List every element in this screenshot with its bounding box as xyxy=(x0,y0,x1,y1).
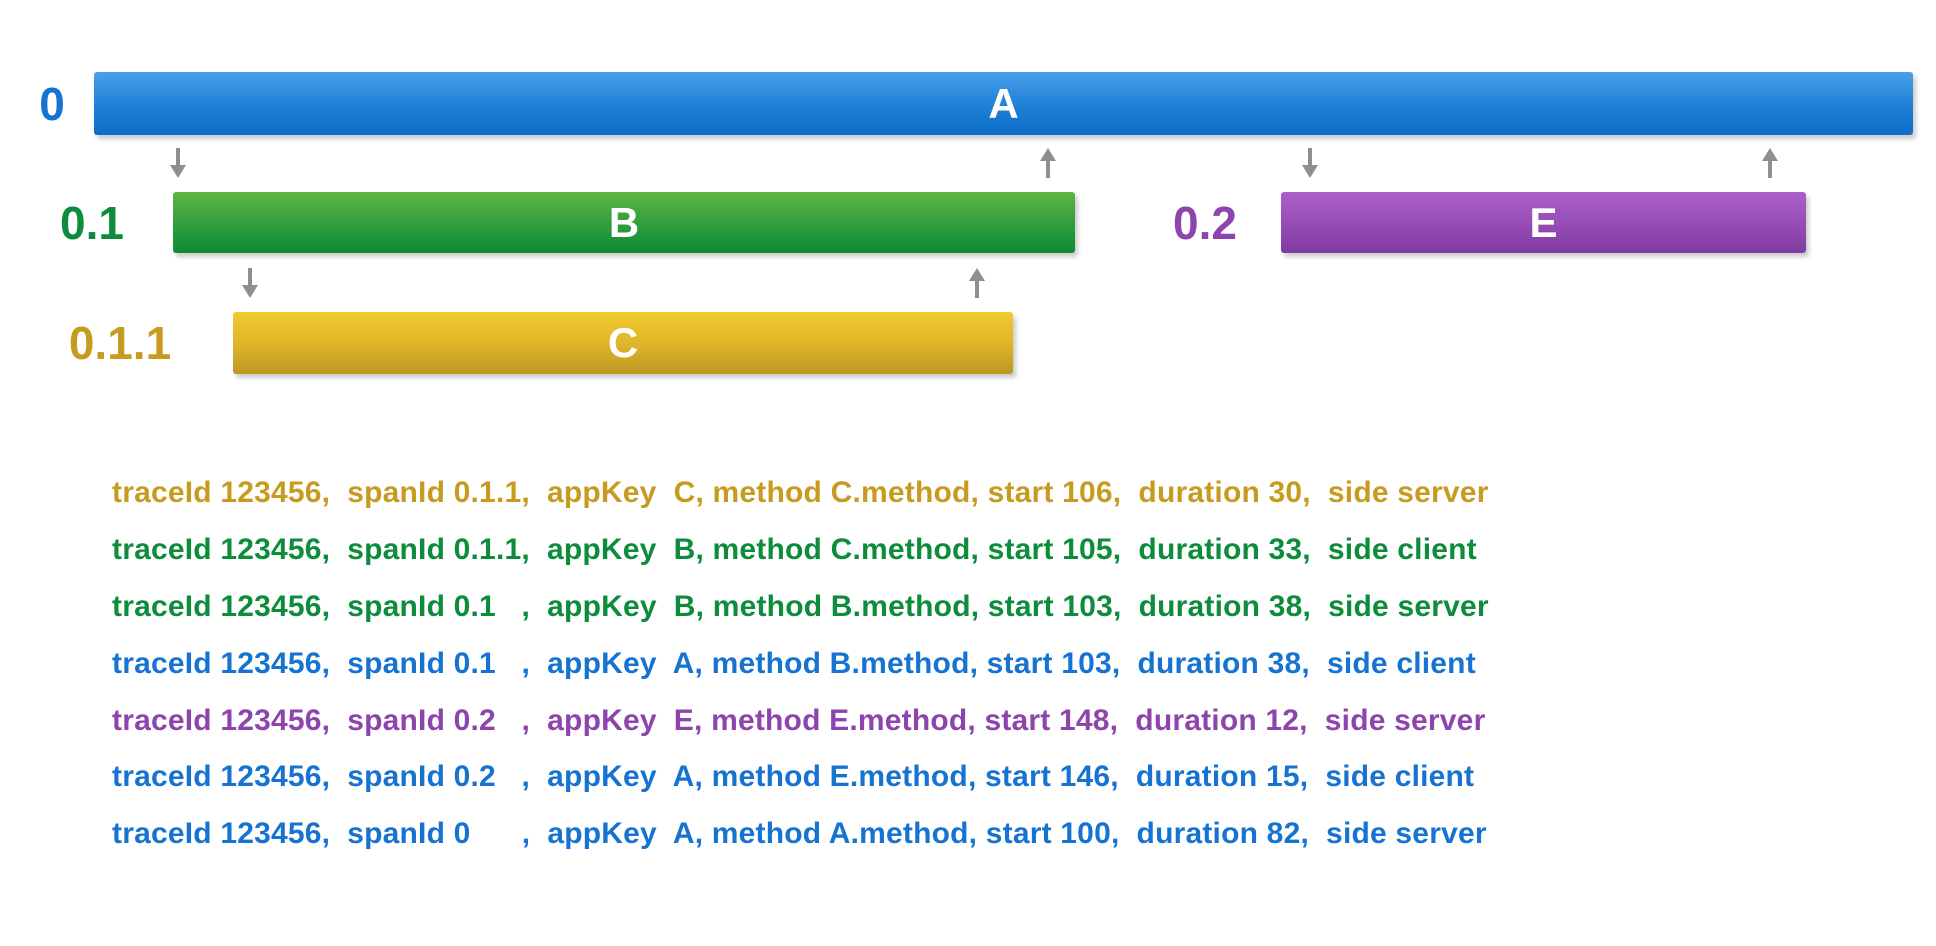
span-bar-b-label: B xyxy=(608,198,640,246)
arrow-up-icon xyxy=(1040,148,1056,178)
trace-log-line: traceId 123456, spanId 0.2 , appKey A, m… xyxy=(112,760,1475,794)
span-bar-c-label: C xyxy=(607,319,639,366)
trace-log-line: traceId 123456, spanId 0.1.1, appKey B, … xyxy=(112,533,1477,567)
arrow-up-icon xyxy=(969,268,985,298)
trace-log-line: traceId 123456, spanId 0 , appKey A, met… xyxy=(112,817,1487,851)
span-id-label-0-2: 0.2 xyxy=(1173,197,1237,249)
span-id-label-0: 0 xyxy=(39,78,65,130)
arrow-up-icon xyxy=(1762,148,1778,178)
arrow-down-icon xyxy=(242,268,258,298)
span-id-label-0-1: 0.1 xyxy=(60,197,124,249)
span-bar-a-label: A xyxy=(988,79,1019,127)
trace-log-block: traceId 123456, spanId 0.1.1, appKey C, … xyxy=(112,465,1489,863)
span-bar-e: E xyxy=(1281,192,1806,253)
trace-log-line: traceId 123456, spanId 0.1 , appKey A, m… xyxy=(112,646,1476,680)
span-bar-a: A xyxy=(94,72,1913,135)
span-bar-e-label: E xyxy=(1529,198,1558,246)
span-id-label-0-1-1: 0.1.1 xyxy=(68,317,172,369)
arrow-down-icon xyxy=(170,148,186,178)
arrow-down-icon xyxy=(1302,148,1318,178)
trace-log-line: traceId 123456, spanId 0.1 , appKey B, m… xyxy=(112,589,1489,623)
trace-log-line: traceId 123456, spanId 0.1.1, appKey C, … xyxy=(112,476,1489,510)
span-bar-b: B xyxy=(173,192,1075,253)
span-bar-c: C xyxy=(233,312,1013,374)
trace-log-line: traceId 123456, spanId 0.2 , appKey E, m… xyxy=(112,703,1486,737)
